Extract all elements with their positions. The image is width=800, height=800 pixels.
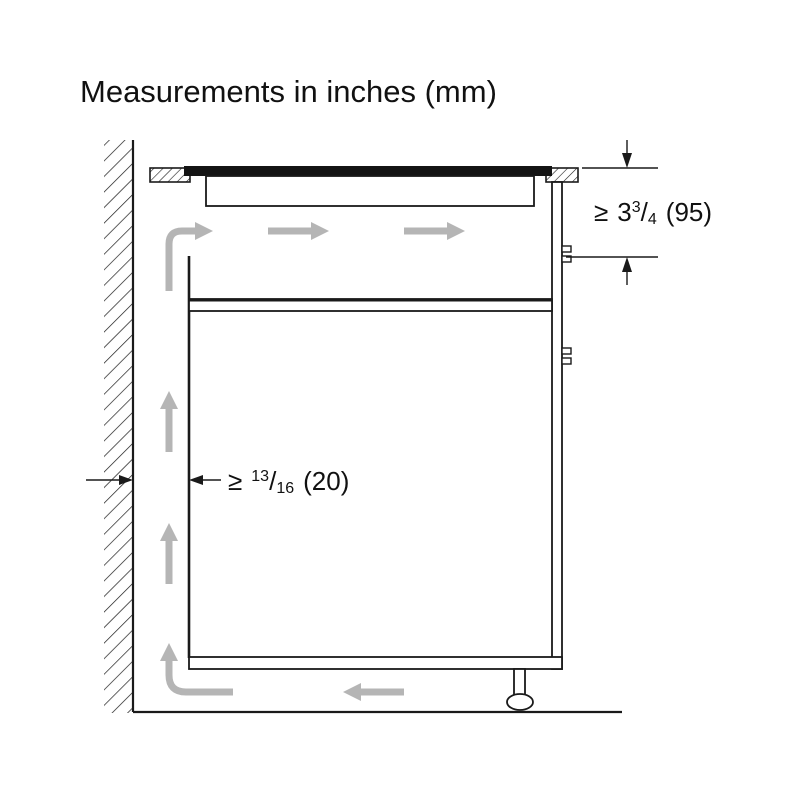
geq-symbol: ≥: [594, 197, 609, 227]
geq-symbol: ≥: [228, 466, 243, 496]
airflow-up-arrow-icon: [160, 523, 178, 584]
mounting-pin: [561, 347, 572, 365]
dimension-rear-gap: [86, 475, 221, 485]
airflow-right-arrow-icon: [404, 222, 465, 240]
fraction-denominator: 4: [647, 211, 657, 228]
airflow-up-arrow-icon: [160, 391, 178, 452]
mm-value: (95): [665, 197, 713, 227]
cabinet-right-panel: [551, 181, 563, 670]
airflow-elbow-up-right-arrow-icon: [165, 222, 213, 291]
fraction-denominator: 16: [276, 480, 295, 497]
cooktop-housing: [205, 175, 535, 207]
arrow-right-icon: [119, 475, 133, 485]
dimension-label-clearance-below: ≥33/4(95): [594, 197, 712, 228]
whole-number: 3: [617, 197, 632, 227]
dimension-clearance-below: [566, 140, 658, 285]
fraction-slash: /: [640, 197, 648, 227]
arrow-up-icon: [622, 257, 632, 272]
wall-hatch: [104, 140, 133, 713]
cabinet-bottom-panel: [188, 656, 563, 670]
arrow-down-icon: [622, 153, 632, 168]
cabinet-leg-foot: [506, 693, 534, 711]
cabinet: [187, 181, 572, 711]
wall-section: [104, 140, 135, 713]
cooktop: [184, 166, 552, 207]
airflow-left-arrow-icon: [343, 683, 404, 701]
airflow-elbow-left-up-arrow-icon: [160, 643, 233, 696]
dimension-label-rear-gap: ≥13/16 (20): [228, 466, 349, 497]
diagram-title: Measurements in inches (mm): [80, 74, 497, 109]
mm-value: (20): [303, 466, 350, 496]
airflow-arrows: [160, 222, 465, 701]
arrow-left-icon: [189, 475, 203, 485]
mounting-pin: [561, 245, 572, 263]
cooktop-glass-surface: [184, 166, 552, 176]
airflow-right-arrow-icon: [268, 222, 329, 240]
fraction-numerator: 3: [631, 199, 641, 216]
fraction-numerator: 13: [251, 468, 270, 485]
fraction-slash: /: [269, 466, 277, 496]
